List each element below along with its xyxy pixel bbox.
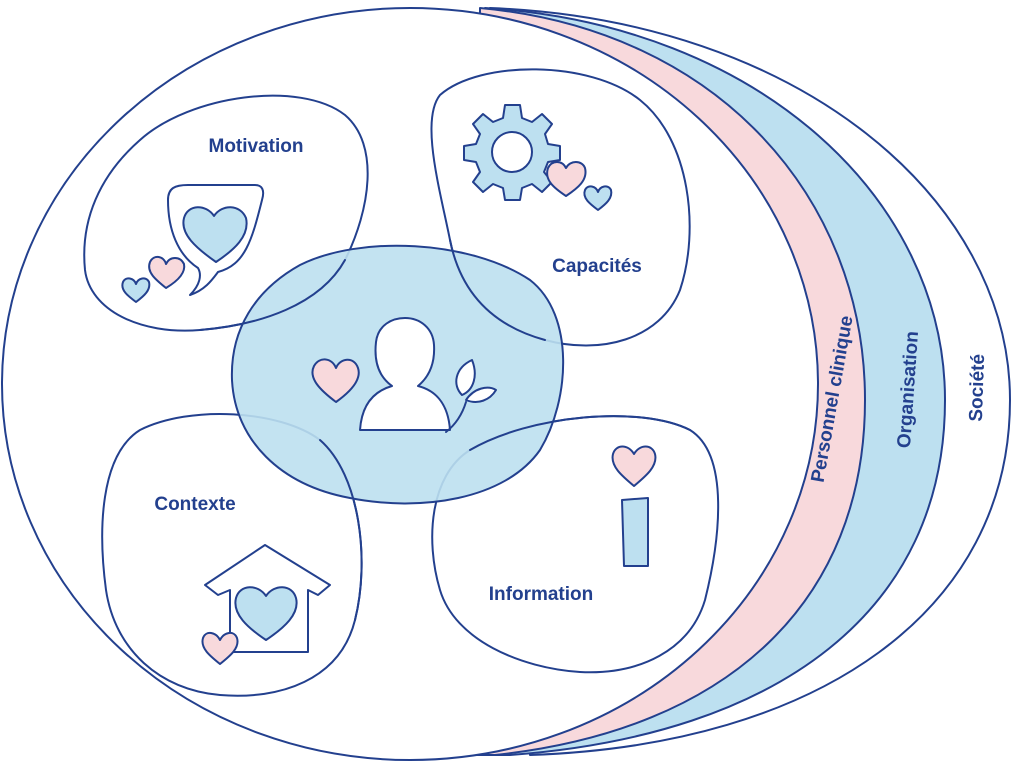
house-heart-icon xyxy=(201,544,331,665)
petal-capacites xyxy=(430,68,691,347)
speech-bubble-heart-icon xyxy=(121,184,265,303)
information-label: Information xyxy=(489,584,594,605)
capacites-label: Capacités xyxy=(552,256,642,277)
info-icon xyxy=(611,445,657,567)
contexte-label: Contexte xyxy=(154,494,235,515)
motivation-label: Motivation xyxy=(209,136,304,157)
person-icon xyxy=(359,317,451,431)
center-heart-icon xyxy=(311,358,360,403)
leaf-icon xyxy=(445,359,497,433)
ring-societe-label: Société xyxy=(966,354,989,422)
gear-icon xyxy=(463,104,613,211)
